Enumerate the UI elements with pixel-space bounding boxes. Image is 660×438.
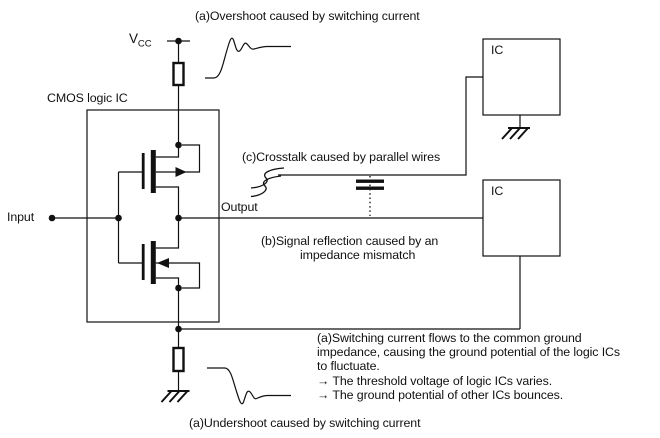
input-terminal-dot	[48, 214, 56, 222]
crosstalk-wire	[278, 76, 483, 176]
undershoot-waveform-icon	[207, 367, 291, 405]
vcc-sub-text: CC	[137, 38, 152, 50]
cmos-ic-box	[86, 109, 220, 323]
input-node-dot	[115, 214, 122, 222]
vcc-impedance-resistor	[172, 61, 185, 87]
input-label: Input	[7, 210, 35, 224]
nmos-transistor	[118, 218, 201, 289]
ground-note: (a)Switching current flows to the common…	[317, 331, 620, 402]
undershoot-caption: (a)Undershoot caused by switching curren…	[189, 416, 421, 430]
overshoot-waveform-icon	[205, 37, 291, 79]
crosstalk-caption: (c)Crosstalk caused by parallel wires	[242, 150, 441, 164]
vcc-node-dot	[175, 37, 182, 45]
ground-impedance-resistor	[172, 346, 185, 373]
ground-note-line: to fluctuate.	[317, 359, 380, 374]
ground-note-line: → The threshold voltage of logic ICs var…	[317, 373, 553, 388]
pmos-source-dot	[175, 141, 182, 149]
chassis-ground-icon	[160, 390, 191, 403]
cmos-box-label: CMOS logic IC	[47, 91, 128, 105]
vcc-rail	[167, 40, 190, 145]
vcc-main-text: V	[129, 31, 138, 46]
ic-bottom-label: IC	[491, 184, 504, 198]
output-node-dot	[175, 214, 182, 222]
ic-top-label: IC	[491, 43, 504, 57]
ground-note-line: impedance, causing the ground potential …	[317, 345, 620, 360]
pmos-transistor	[118, 144, 201, 218]
overshoot-caption: (a)Overshoot caused by switching current	[195, 9, 420, 23]
ground-note-line: (a)Switching current flows to the common…	[317, 331, 582, 345]
common-ground-bus	[178, 256, 521, 330]
vcc-label: VCC	[129, 32, 152, 52]
ic-bottom-box	[482, 179, 561, 257]
chassis-ground-icon	[501, 127, 531, 140]
output-label: Output	[221, 200, 258, 214]
crosstalk-noise-icon	[250, 167, 285, 198]
reflection-caption-line2: impedance mismatch	[300, 248, 416, 262]
ground-note-line: → The ground potential of other ICs boun…	[317, 387, 564, 402]
parasitic-capacitor-icon	[356, 176, 384, 216]
reflection-caption-line1: (b)Signal reflection caused by an	[261, 234, 439, 248]
